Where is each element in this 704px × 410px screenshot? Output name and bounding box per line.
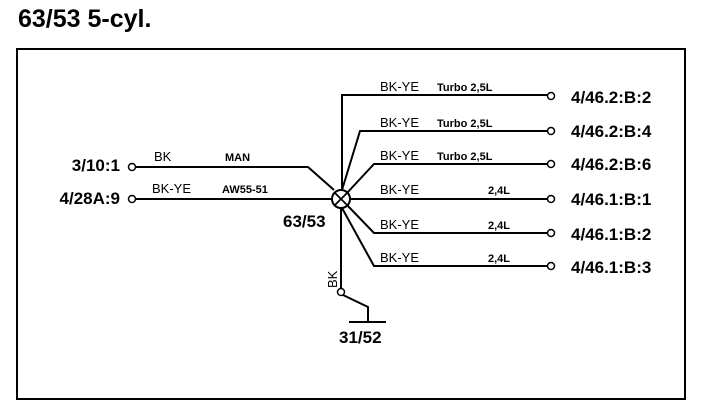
variant-label-right-2: Turbo 2,5L bbox=[437, 118, 493, 130]
variant-label-left-2: AW55-51 bbox=[222, 184, 268, 196]
terminal-right-2 bbox=[546, 126, 556, 136]
wire-color-label-left-2: BK-YE bbox=[152, 181, 191, 196]
ground-wire: BK 31/52 bbox=[325, 208, 386, 347]
splice-junction: 63/53 bbox=[283, 189, 351, 231]
left-wire-2: 4/28A:9 BK-YE AW55-51 bbox=[60, 181, 332, 208]
variant-label-right-5: 2,4L bbox=[488, 220, 510, 232]
right-wire-1: BK-YE Turbo 2,5L 4/46.2:B:2 bbox=[341, 79, 651, 190]
terminal-right-5 bbox=[546, 228, 556, 238]
wire-color-label-right-4: BK-YE bbox=[380, 182, 419, 197]
right-wire-6: BK-YE 2,4L 4/46.1:B:3 bbox=[341, 207, 651, 277]
connector-label-right-2: 4/46.2:B:4 bbox=[571, 122, 652, 141]
right-wire-2: BK-YE Turbo 2,5L 4/46.2:B:4 bbox=[341, 115, 652, 191]
diagram-frame bbox=[16, 48, 686, 400]
connector-label-left-1: 3/10:1 bbox=[72, 156, 120, 175]
right-wire-3: BK-YE Turbo 2,5L 4/46.2:B:6 bbox=[346, 148, 651, 194]
variant-label-right-1: Turbo 2,5L bbox=[437, 82, 493, 94]
wire-color-label-left-1: BK bbox=[154, 149, 172, 164]
connector-label-right-4: 4/46.1:B:1 bbox=[571, 190, 651, 209]
wire-color-label-right-6: BK-YE bbox=[380, 250, 419, 265]
terminal-right-6 bbox=[546, 261, 556, 271]
variant-label-right-4: 2,4L bbox=[488, 185, 510, 197]
page-title: 63/53 5-cyl. bbox=[18, 5, 152, 33]
connector-label-right-6: 4/46.1:B:3 bbox=[571, 258, 651, 277]
wire-color-label-right-2: BK-YE bbox=[380, 115, 419, 130]
terminal-ground bbox=[336, 287, 346, 297]
right-wire-4: BK-YE 2,4L 4/46.1:B:1 bbox=[351, 182, 651, 209]
ground-connector-label: 31/52 bbox=[339, 328, 382, 347]
wire-color-label-right-3: BK-YE bbox=[380, 148, 419, 163]
terminal-right-3 bbox=[546, 159, 556, 169]
left-wire-1: 3/10:1 BK MAN bbox=[72, 149, 335, 191]
variant-label-left-1: MAN bbox=[225, 152, 250, 164]
wire-color-label-right-5: BK-YE bbox=[380, 217, 419, 232]
connector-label-right-1: 4/46.2:B:2 bbox=[571, 88, 651, 107]
junction-label: 63/53 bbox=[283, 212, 326, 231]
wire-color-label-ground: BK bbox=[325, 270, 340, 288]
connector-label-left-2: 4/28A:9 bbox=[60, 189, 120, 208]
variant-label-right-3: Turbo 2,5L bbox=[437, 151, 493, 163]
connector-label-right-3: 4/46.2:B:6 bbox=[571, 155, 651, 174]
wire-color-label-right-1: BK-YE bbox=[380, 79, 419, 94]
terminal-left-1 bbox=[127, 162, 137, 172]
terminal-right-1 bbox=[546, 91, 556, 101]
connector-label-right-5: 4/46.1:B:2 bbox=[571, 225, 651, 244]
right-wire-5: BK-YE 2,4L 4/46.1:B:2 bbox=[346, 204, 651, 244]
terminal-left-2 bbox=[127, 194, 137, 204]
variant-label-right-6: 2,4L bbox=[488, 253, 510, 265]
terminal-right-4 bbox=[546, 194, 556, 204]
